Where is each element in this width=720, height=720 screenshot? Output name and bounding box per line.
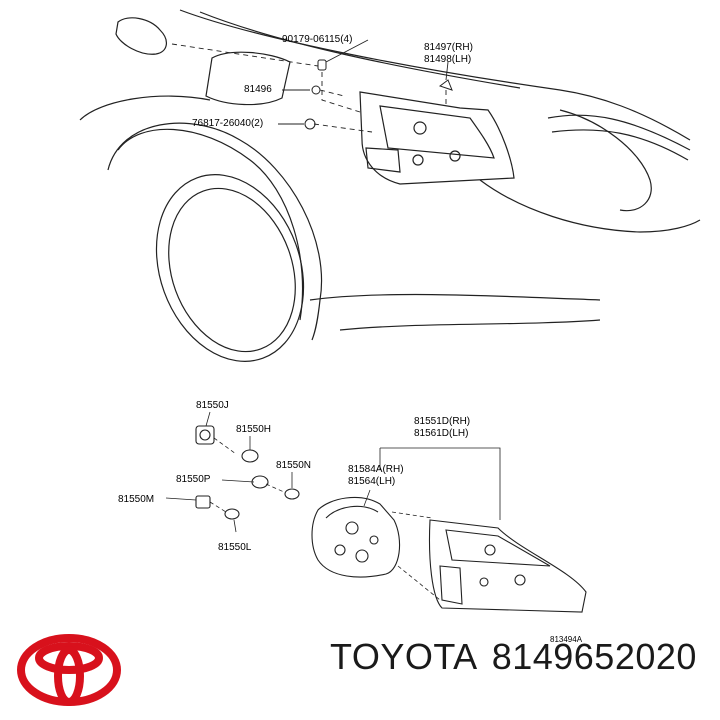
car-body-outline (79, 9, 701, 362)
figure-code: 813494A (550, 635, 583, 644)
part-number: 8149652020 (491, 636, 697, 677)
callout-81584a: 81584A(RH) (348, 464, 404, 475)
callout-81550h: 81550H (236, 424, 271, 435)
leader-lines (171, 43, 447, 133)
callout-81496: 81496 (244, 84, 272, 95)
lower-dashed (209, 437, 441, 601)
lamp-assembly-exploded (195, 425, 587, 613)
callout-81550j: 81550J (196, 400, 229, 411)
callout-81497: 81497(RH) (424, 42, 473, 53)
callout-81561d: 81561D(LH) (414, 428, 468, 439)
callout-81550p: 81550P (176, 474, 211, 485)
callout-90179: 90179-06115(4) (282, 34, 352, 45)
brand-name: TOYOTA (330, 636, 478, 677)
solid-leaders (278, 39, 449, 125)
lower-leaders (165, 411, 501, 533)
callout-81498: 81498(LH) (424, 54, 471, 65)
callout-81564: 81564(LH) (348, 476, 395, 487)
callout-76817: 76817-26040(2) (192, 118, 263, 129)
callout-81551d: 81551D(RH) (414, 416, 470, 427)
toyota-logo-icon (17, 634, 121, 706)
part-caption: TOYOTA 8149652020 (330, 636, 711, 678)
callout-81550m: 81550M (118, 494, 154, 505)
callout-81550n: 81550N (276, 460, 311, 471)
callout-81550l: 81550L (218, 542, 252, 553)
